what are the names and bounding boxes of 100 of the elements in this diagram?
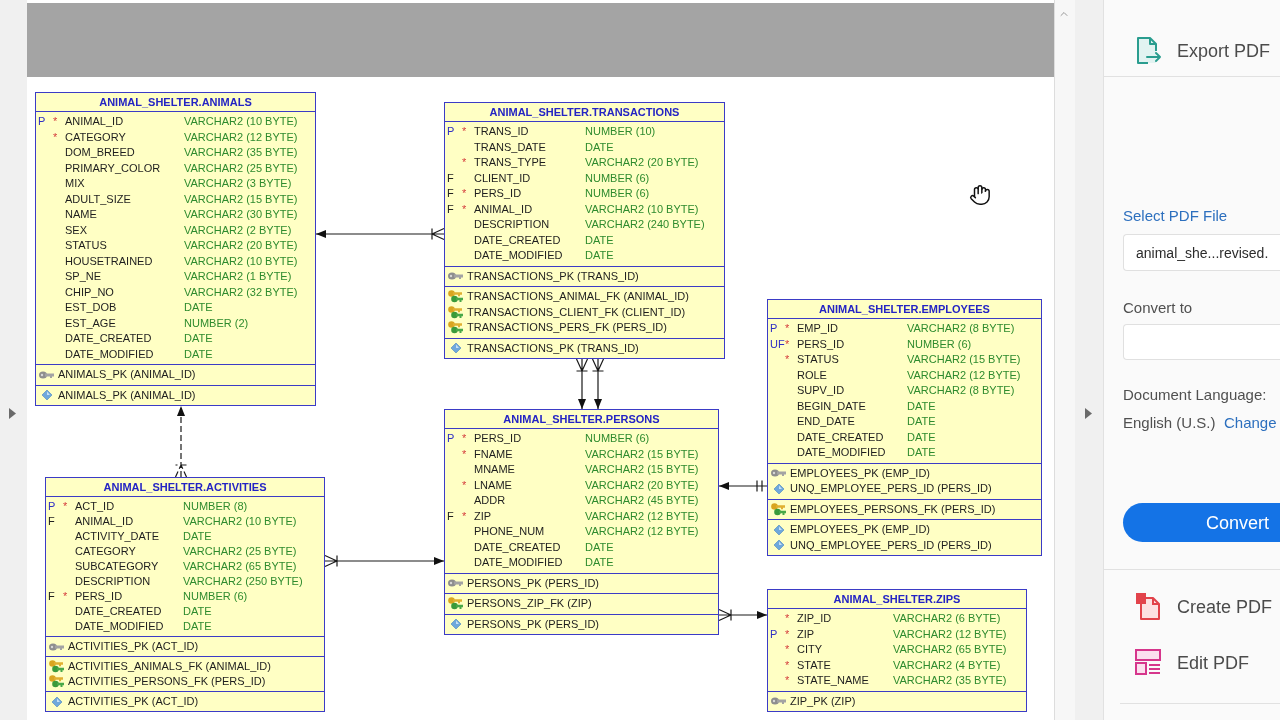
constraint-name: ACTIVITIES_PK (ACT_ID) [68, 696, 199, 707]
data-type: DATE [183, 606, 212, 617]
column-name: MIX [65, 177, 85, 190]
data-type: VARCHAR2 (12 BYTE) [893, 628, 1007, 640]
constraint-name: UNQ_EMPLOYEE_PERS_ID (PERS_ID) [790, 539, 992, 551]
column-name: ZIP [474, 509, 492, 522]
data-type: VARCHAR2 (65 BYTE) [893, 644, 1007, 656]
column-name: STATE_NAME [797, 674, 869, 687]
data-type: VARCHAR2 (32 BYTE) [184, 286, 298, 298]
column-name: PHONE_NUM [474, 525, 545, 538]
column-name: LNAME [474, 478, 512, 491]
data-type: DATE [183, 621, 212, 632]
data-type: NUMBER (6) [907, 338, 972, 350]
column-name: CATEGORY [75, 545, 136, 557]
table-title: ANIMAL_SHELTER.ANIMALS [99, 96, 252, 108]
table-title: ANIMAL_SHELTER.TRANSACTIONS [489, 106, 680, 118]
data-type: VARCHAR2 (20 BYTE) [585, 479, 699, 491]
column-name: ACTIVITY_DATE [75, 530, 160, 542]
relationship-line [174, 405, 188, 478]
language-value: English (U.S.) [1123, 415, 1216, 430]
constraint-name: TRANSACTIONS_ANIMAL_FK (ANIMAL_ID) [467, 291, 689, 303]
data-type: DATE [585, 557, 614, 569]
data-type: VARCHAR2 (10 BYTE) [184, 255, 298, 267]
required-asterisk: * [53, 115, 58, 128]
data-type: DATE [907, 447, 936, 459]
column-name: DATE_MODIFIED [65, 347, 154, 360]
required-asterisk: * [63, 500, 68, 512]
data-type: VARCHAR2 (240 BYTE) [585, 219, 705, 231]
convert-button: Convert [1123, 503, 1280, 542]
data-type: VARCHAR2 (12 BYTE) [585, 510, 699, 522]
data-type: DATE [907, 416, 936, 428]
data-type: VARCHAR2 (65 BYTE) [183, 561, 297, 572]
relationship-line [575, 358, 589, 410]
constraint-name: ACTIVITIES_PK (ACT_ID) [68, 641, 199, 652]
column-name: DATE_CREATED [797, 430, 884, 443]
column-name: PRIMARY_COLOR [65, 161, 161, 174]
relationship-line [718, 608, 768, 622]
data-type: DATE [184, 348, 213, 360]
column-name: BEGIN_DATE [797, 399, 866, 412]
table-title: ANIMAL_SHELTER.PERSONS [503, 413, 660, 425]
column-name: NAME [65, 208, 97, 221]
column-name: DATE_CREATED [474, 233, 561, 246]
column-name: HOUSETRAINED [65, 254, 153, 267]
field-label: Convert to [1123, 300, 1193, 315]
constraint-name: ZIP_PK (ZIP) [790, 695, 856, 707]
data-type: VARCHAR2 (35 BYTE) [184, 147, 298, 159]
key-type-label: P [447, 125, 455, 138]
column-name: SEX [65, 223, 87, 236]
column-name: ANIMAL_ID [65, 115, 124, 128]
column-name: END_DATE [797, 415, 855, 428]
table-box [444, 409, 719, 635]
table-box [444, 102, 725, 359]
required-asterisk: * [785, 627, 790, 640]
column-name: STATUS [797, 353, 839, 366]
required-asterisk: * [53, 130, 58, 143]
table-box [35, 92, 316, 406]
data-type: DATE [183, 531, 212, 542]
column-name: ANIMAL_ID [75, 515, 134, 527]
constraint-name: PERSONS_PK (PERS_ID) [467, 577, 600, 589]
required-asterisk: * [785, 643, 790, 656]
column-name: DATE_CREATED [474, 540, 561, 553]
constraint-name: ACTIVITIES_PERSONS_FK (PERS_ID) [68, 676, 266, 687]
column-name: SUBCATEGORY [75, 560, 159, 572]
column-name: DATE_CREATED [65, 332, 152, 345]
data-type: VARCHAR2 (8 BYTE) [907, 385, 1015, 397]
constraint-name: TRANSACTIONS_PK (TRANS_ID) [467, 342, 639, 354]
data-type: NUMBER (6) [183, 591, 248, 602]
column-name: DATE_MODIFIED [474, 249, 563, 262]
required-asterisk: * [462, 478, 467, 491]
required-asterisk: * [785, 353, 790, 366]
data-type: VARCHAR2 (25 BYTE) [184, 162, 298, 174]
data-type: VARCHAR2 (10 BYTE) [585, 203, 699, 215]
table-box [767, 299, 1042, 556]
constraint-name: TRANSACTIONS_PERS_FK (PERS_ID) [467, 322, 667, 334]
column-name: CHIP_NO [65, 285, 114, 298]
data-type: DATE [585, 234, 614, 246]
data-type: NUMBER (10) [585, 126, 656, 138]
data-type: DATE [585, 250, 614, 262]
key-type-label: P [48, 500, 56, 512]
tool-title: Export PDF [1177, 42, 1271, 60]
column-name: PERS_ID [75, 590, 123, 602]
required-asterisk: * [462, 432, 467, 445]
change-link: Change [1224, 415, 1277, 430]
column-name: ZIP_ID [797, 612, 832, 625]
column-name: STATE [797, 658, 831, 671]
data-type: VARCHAR2 (10 BYTE) [183, 516, 297, 527]
column-name: DATE_MODIFIED [474, 556, 563, 569]
column-name: CATEGORY [65, 130, 126, 143]
data-type: VARCHAR2 (15 BYTE) [585, 448, 699, 460]
data-type: NUMBER (6) [585, 433, 650, 445]
data-type: VARCHAR2 (15 BYTE) [907, 354, 1021, 366]
required-asterisk: * [462, 509, 467, 522]
data-type: VARCHAR2 (15 BYTE) [184, 193, 298, 205]
required-asterisk: * [63, 590, 68, 602]
tool-item: Create PDF [1177, 598, 1273, 616]
column-name: EMP_ID [797, 322, 838, 335]
data-type: DATE [585, 541, 614, 553]
data-type: VARCHAR2 (15 BYTE) [585, 464, 699, 476]
constraint-name: EMPLOYEES_PERSONS_FK (PERS_ID) [790, 503, 996, 515]
column-name: SP_NE [65, 270, 102, 283]
